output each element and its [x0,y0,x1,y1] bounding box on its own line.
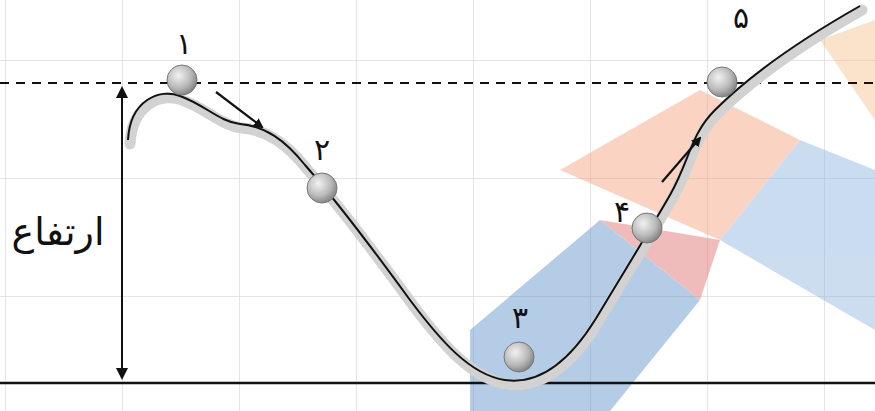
callout-number: ۲ [314,135,330,165]
ball [632,213,662,243]
track [128,6,860,381]
ball [307,173,337,203]
ball [167,65,197,95]
ball [504,342,534,372]
callout-number: ۱ [176,29,192,59]
track-shadow [130,10,862,385]
callout-number: ۳ [512,303,528,333]
motion-arrow [662,138,700,182]
motion-arrow [216,92,262,127]
callout-number: ۵ [733,3,749,33]
watermark [470,20,875,411]
ball [707,67,737,97]
axis-label: ارتفاع [12,213,105,251]
callout-number: ۴ [614,197,630,227]
height-arrow [121,88,123,378]
ground-line [0,382,875,385]
